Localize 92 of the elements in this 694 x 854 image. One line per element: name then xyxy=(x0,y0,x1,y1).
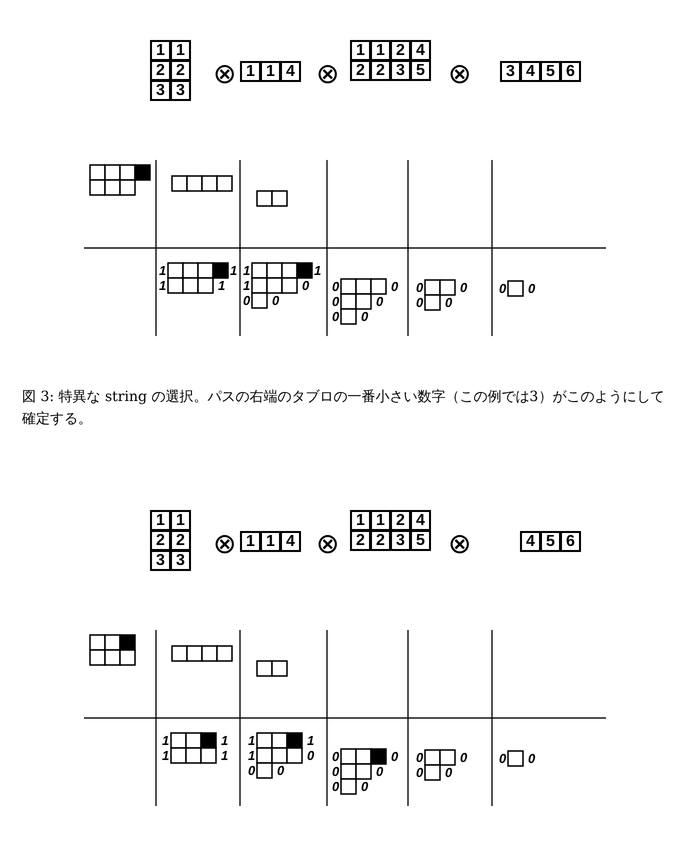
tableau-cell: 5 xyxy=(410,530,431,551)
rigging-number: 0 xyxy=(416,295,424,310)
rigging-number: 0 xyxy=(243,293,250,308)
rigging-number: 0 xyxy=(332,294,340,309)
rigging-number: 0 xyxy=(460,280,468,295)
rigging-number: 0 xyxy=(391,279,398,294)
tableau-cell: 1 xyxy=(370,510,391,531)
rigging-number: 1 xyxy=(162,733,170,748)
tensor-product-symbol: ⊗ xyxy=(213,60,236,88)
tableau-cell: 1 xyxy=(150,40,171,61)
tableau-cell: 3 xyxy=(170,80,191,101)
rigging-number: 1 xyxy=(218,278,226,293)
tableau-cell: 5 xyxy=(410,60,431,81)
rigging-number: 0 xyxy=(499,751,506,766)
rigging-number: 0 xyxy=(332,309,340,324)
tableau-cell: 6 xyxy=(560,531,581,552)
tableau-cell: 3 xyxy=(390,60,411,81)
rigging-number: 0 xyxy=(416,765,424,780)
rigging-number: 0 xyxy=(445,765,452,780)
tableau-cell: 5 xyxy=(540,61,561,82)
rigging-number: 1 xyxy=(307,733,314,748)
rigging-number: 0 xyxy=(248,763,256,778)
tableau-cell: 3 xyxy=(170,550,191,571)
rigging-number: 1 xyxy=(243,278,250,293)
rigging-number: 0 xyxy=(376,764,384,779)
tableau-cell: 4 xyxy=(520,531,541,552)
tableau-cell: 5 xyxy=(540,531,561,552)
rigging-number: 1 xyxy=(159,278,166,293)
tableau-cell: 2 xyxy=(170,530,191,551)
tableau-cell: 2 xyxy=(350,60,371,81)
tableau-cell: 1 xyxy=(240,531,261,552)
tableau-cell: 1 xyxy=(350,510,371,531)
rigging-number: 0 xyxy=(332,279,340,294)
rigging-number: 0 xyxy=(445,295,452,310)
tableau-cell: 4 xyxy=(410,40,431,61)
rigging-number: 1 xyxy=(221,748,228,763)
tableau-cell: 4 xyxy=(410,510,431,531)
tableau-cell: 3 xyxy=(500,61,521,82)
tableau-cell: 4 xyxy=(280,531,301,552)
tableau-cell: 1 xyxy=(350,40,371,61)
tableau-cell: 1 xyxy=(170,510,191,531)
tableau-cell: 2 xyxy=(390,510,411,531)
rigging-number: 0 xyxy=(361,779,368,794)
rigging-number: 0 xyxy=(499,281,506,296)
tableau-cell: 2 xyxy=(350,530,371,551)
tableau-cell: 2 xyxy=(150,530,171,551)
tableau-cell: 6 xyxy=(560,61,581,82)
rigging-number: 0 xyxy=(391,749,398,764)
tableau-cell: 3 xyxy=(390,530,411,551)
tableau-cell: 2 xyxy=(150,60,171,81)
tableau-cell: 1 xyxy=(240,61,261,82)
rigging-number: 0 xyxy=(332,749,340,764)
tableau-cell: 1 xyxy=(170,40,191,61)
tensor-product-symbol: ⊗ xyxy=(316,60,340,88)
tableau-cell: 1 xyxy=(260,531,281,552)
tableau-cell: 3 xyxy=(150,550,171,571)
rigging-number: 0 xyxy=(272,293,280,308)
tableau-cell: 1 xyxy=(260,61,281,82)
tensor-product-symbol: ⊗ xyxy=(316,530,340,558)
rigging-number: 0 xyxy=(277,763,284,778)
rigging-number: 1 xyxy=(230,263,238,278)
rigging-number: 1 xyxy=(221,733,228,748)
rigging-number: 0 xyxy=(416,280,424,295)
tableau-cell: 2 xyxy=(370,530,391,551)
rigging-number: 0 xyxy=(416,750,424,765)
tensor-product-symbol: ⊗ xyxy=(448,60,472,88)
tableau-cell: 3 xyxy=(150,80,171,101)
rigging-number: 0 xyxy=(302,278,310,293)
rigging-number: 0 xyxy=(528,281,536,296)
tableau-cell: 4 xyxy=(520,61,541,82)
tableau-cell: 2 xyxy=(390,40,411,61)
tableau-cell: 2 xyxy=(170,60,191,81)
rigging-number: 0 xyxy=(307,748,314,763)
rigging-number: 0 xyxy=(528,751,536,766)
rigging-number: 0 xyxy=(361,309,368,324)
tensor-product-symbol: ⊗ xyxy=(213,530,236,558)
tensor-product-symbol: ⊗ xyxy=(448,530,472,558)
rigging-number: 0 xyxy=(376,294,384,309)
tableau-cell: 2 xyxy=(370,60,391,81)
rigging-number: 1 xyxy=(314,263,322,278)
rigging-number: 0 xyxy=(332,779,340,794)
rigging-number: 0 xyxy=(332,764,340,779)
figure-caption: 図 3: 特異な string の選択。パスの右端のタブロの一番小さい数字（この例では3）がこのようにして確定する。 xyxy=(22,388,666,429)
rigging-number: 1 xyxy=(248,748,256,763)
rigging-number: 1 xyxy=(162,748,170,763)
tableau-cell: 4 xyxy=(280,61,301,82)
tableau-cell: 1 xyxy=(150,510,171,531)
tableau-cell: 1 xyxy=(370,40,391,61)
rigging-number: 1 xyxy=(248,733,256,748)
rigging-number: 1 xyxy=(243,263,250,278)
rigging-number: 1 xyxy=(159,263,166,278)
rigging-number: 0 xyxy=(460,750,468,765)
